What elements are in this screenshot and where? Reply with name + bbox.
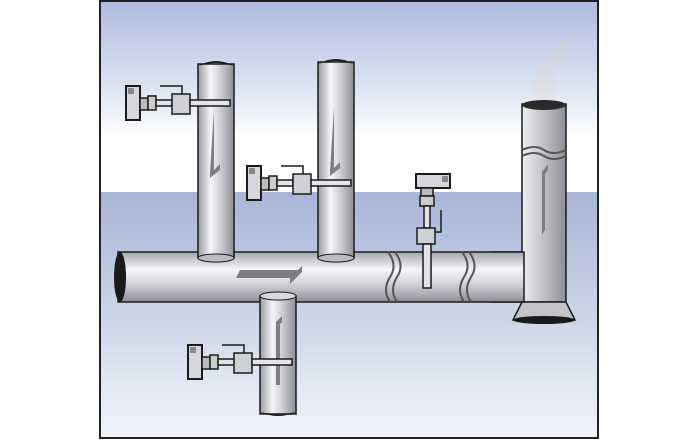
lower-branch-pipe [259,291,297,416]
branch-pipe-2 [317,59,355,263]
frame-border [99,0,599,439]
branch-pipe-1 [197,61,235,263]
flow-arrow-down-icon [210,110,220,178]
flow-arrow-down-icon [330,108,340,176]
flow-arrow-up-icon [276,316,282,385]
smoke-icon [532,18,580,104]
flow-meter-3 [415,173,451,289]
flow-arrow-right-icon [236,266,302,284]
flow-arrow-up-icon [542,164,548,235]
